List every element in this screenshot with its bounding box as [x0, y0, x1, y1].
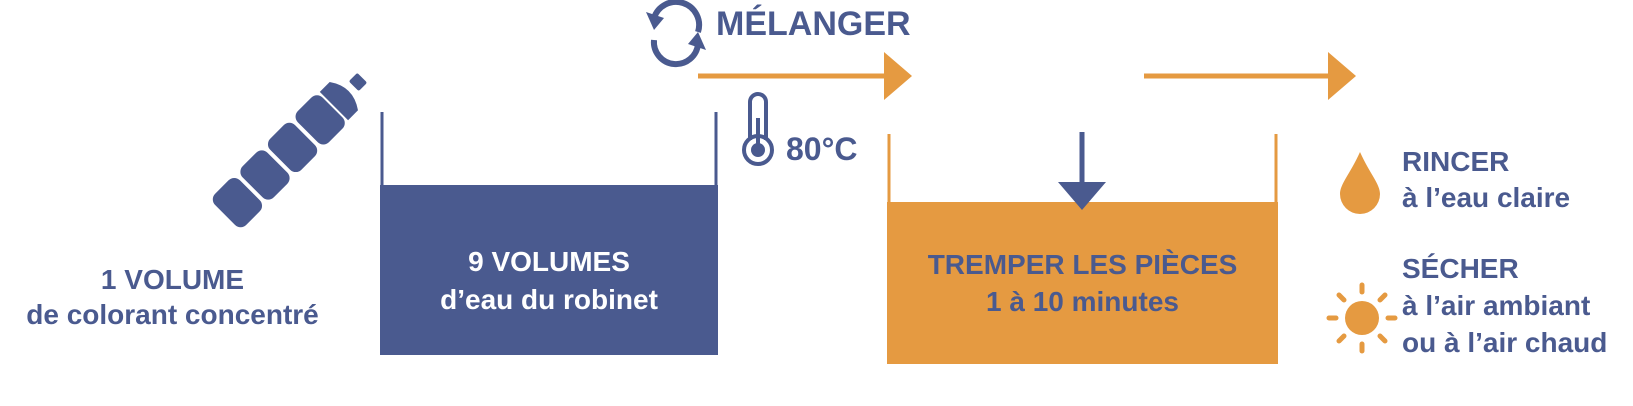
step2-label: 9 VOLUMES d’eau du robinet	[380, 243, 718, 319]
mix-cycle-icon	[646, 0, 706, 68]
arrow-right-icon	[1144, 52, 1356, 100]
thermometer-icon	[742, 92, 774, 166]
step2-line1: 9 VOLUMES	[468, 246, 630, 277]
dry-line1: SÉCHER	[1402, 253, 1519, 284]
step1-line2: de colorant concentré	[26, 299, 319, 330]
step1-label: 1 VOLUME de colorant concentré	[0, 262, 345, 332]
arrow-down-icon	[1058, 132, 1106, 210]
dry-label: SÉCHER à l’air ambiant ou à l’air chaud	[1402, 250, 1607, 361]
water-drop-icon	[1340, 152, 1380, 214]
step2-line2: d’eau du robinet	[440, 284, 658, 315]
soak-line2: 1 à 10 minutes	[986, 286, 1179, 317]
rinse-label: RINCER à l’eau claire	[1402, 144, 1570, 216]
arrow-right-icon	[698, 52, 912, 100]
dry-line2: à l’air ambiant	[1402, 290, 1591, 321]
rinse-line1: RINCER	[1402, 146, 1510, 177]
heat-label: 80°C	[786, 131, 858, 167]
water-tank	[380, 112, 718, 355]
soak-tank	[887, 134, 1278, 364]
bottle-icon	[212, 73, 367, 228]
step1-line1: 1 VOLUME	[100, 264, 245, 295]
soak-line1: TREMPER LES PIÈCES	[927, 249, 1238, 280]
rinse-line2: à l’eau claire	[1402, 182, 1571, 213]
mix-label: MÉLANGER	[716, 5, 911, 43]
sun-icon	[1326, 282, 1398, 354]
soak-label: TREMPER LES PIÈCES 1 à 10 minutes	[887, 246, 1278, 320]
dry-line3: ou à l’air chaud	[1402, 327, 1608, 358]
